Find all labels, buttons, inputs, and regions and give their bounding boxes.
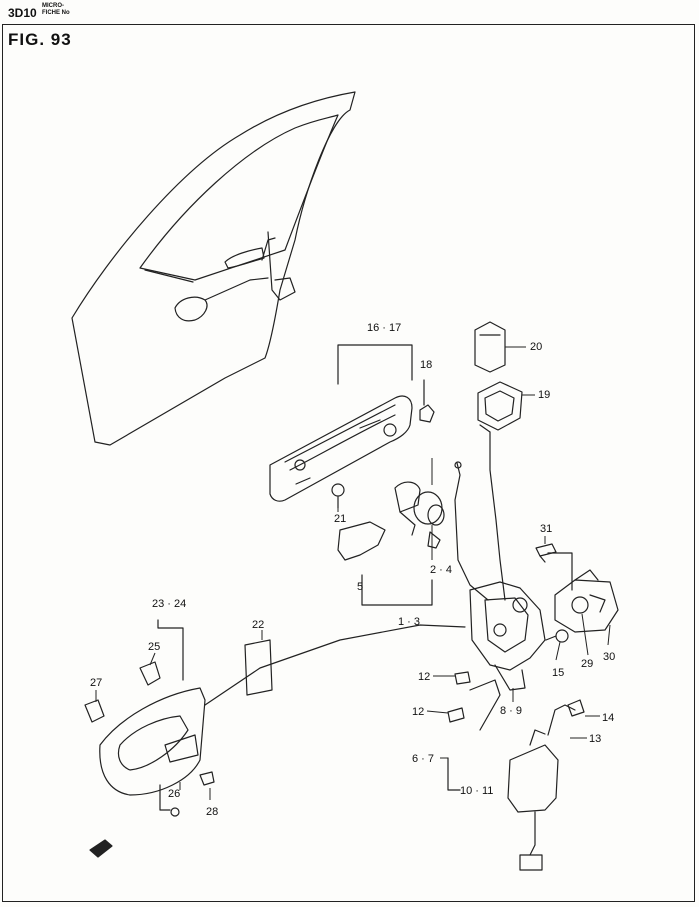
callout-29: 29	[581, 658, 593, 670]
microfiche-label-line1: MICRO-	[42, 3, 64, 9]
figure-title: FIG. 93	[8, 30, 72, 49]
leader-23-24	[157, 619, 184, 681]
callout-15: 15	[552, 667, 564, 679]
bezel-part-19	[477, 381, 523, 433]
latch-assembly-part-8-9	[469, 581, 546, 691]
callout-27: 27	[90, 677, 102, 689]
callout-22: 22	[252, 619, 264, 631]
callout-23-24: 23 · 24	[152, 598, 186, 610]
callout-12-upper: 12	[418, 671, 430, 683]
key-cylinder-part-1-3	[337, 481, 445, 561]
connector-plug	[519, 854, 543, 871]
pad-part-22	[244, 639, 273, 696]
callout-26: 26	[168, 788, 180, 800]
microfiche-label: MICRO- FICHE No	[42, 3, 70, 17]
callout-14: 14	[602, 712, 614, 724]
door-outline-illustration	[71, 91, 356, 446]
callout-8-9: 8 · 9	[500, 705, 522, 717]
callout-2-4: 2 · 4	[430, 564, 452, 576]
leader-16-17	[337, 344, 413, 385]
clip-part-14	[567, 699, 585, 717]
clip-part-18	[419, 379, 435, 423]
diagram-frame	[2, 24, 695, 902]
callout-13: 13	[589, 733, 601, 745]
page-code: 3D10	[8, 6, 37, 20]
leader-6-7-10-11	[447, 757, 461, 791]
bracket-part-6-7	[469, 679, 501, 731]
callout-5: 5	[357, 581, 363, 593]
striker-part-29-30	[554, 569, 619, 633]
knob-part-20	[474, 321, 506, 373]
cable-to-inside-handle	[204, 624, 466, 706]
callout-31: 31	[540, 523, 552, 535]
bolt-part-15	[545, 629, 569, 643]
callout-16-17: 16 · 17	[367, 322, 401, 334]
callout-18: 18	[420, 359, 432, 371]
leader-31	[547, 552, 573, 591]
screw-part-31	[535, 543, 557, 563]
callout-12-lower: 12	[412, 706, 424, 718]
front-direction-arrow-icon	[89, 839, 113, 858]
screw-part-26	[159, 784, 180, 817]
inside-handle-part-23-24	[99, 687, 206, 796]
callout-21: 21	[334, 513, 346, 525]
callout-19: 19	[538, 389, 550, 401]
callout-25: 25	[148, 641, 160, 653]
actuator-part-10-11	[507, 729, 559, 871]
rod-part-13	[547, 704, 576, 736]
grommet-part-21	[331, 483, 345, 509]
callout-20: 20	[530, 341, 542, 353]
clip-part-27	[84, 699, 105, 723]
inner-rod	[489, 431, 506, 601]
callout-30: 30	[603, 651, 615, 663]
callout-10-11: 10 · 11	[460, 785, 493, 797]
callout-6-7: 6 · 7	[412, 753, 434, 765]
outside-door-handle-part-16-17	[269, 395, 413, 502]
lock-rod	[454, 462, 489, 601]
callout-1-3: 1 · 3	[398, 616, 420, 628]
screw-part-28	[199, 771, 215, 786]
microfiche-label-line2: FICHE No	[42, 10, 70, 16]
callout-28: 28	[206, 806, 218, 818]
leader-1-3	[361, 574, 433, 606]
clip-part-25	[139, 661, 161, 686]
bracket-part-5	[337, 521, 386, 561]
screw-part-12-lower	[447, 707, 465, 723]
screw-part-12-upper	[454, 671, 471, 685]
